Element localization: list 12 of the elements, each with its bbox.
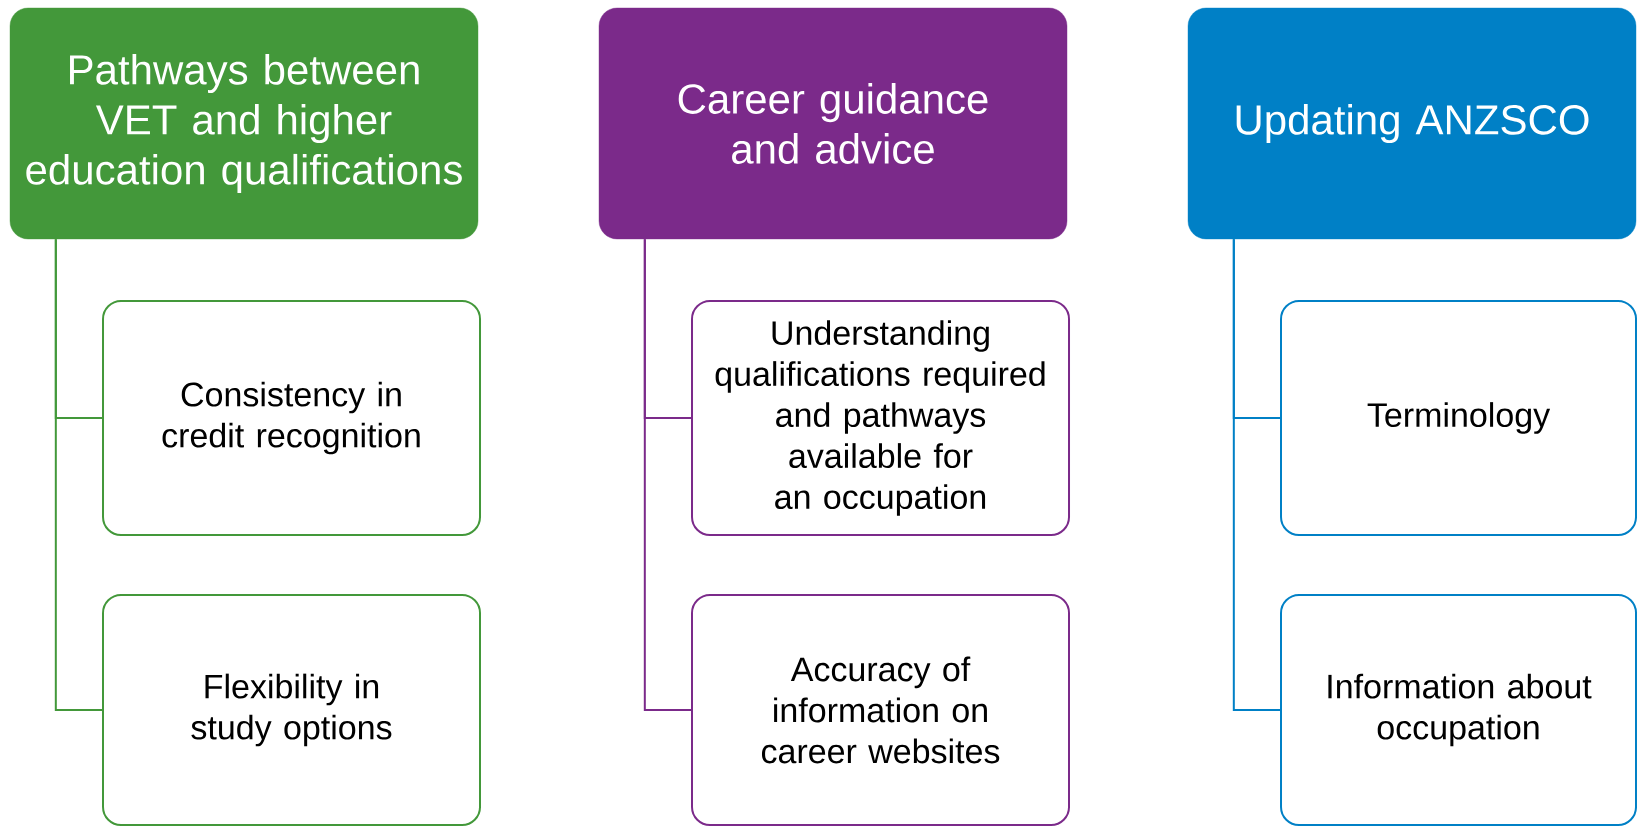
category-header-box: Updating ANZSCO bbox=[1187, 7, 1637, 240]
connector-line bbox=[54, 238, 103, 711]
topic-box: Accuracy of information on career websites bbox=[691, 594, 1070, 826]
connector-line bbox=[1232, 238, 1281, 711]
topic-box: Information about occupation bbox=[1280, 594, 1637, 826]
topic-box: Terminology bbox=[1280, 300, 1637, 536]
connector-line bbox=[643, 238, 692, 711]
topic-box: Consistency in credit recognition bbox=[102, 300, 481, 536]
category-header-box: Pathways between VET and higher education qualifications bbox=[9, 7, 479, 240]
topic-box: Flexibility in study options bbox=[102, 594, 481, 826]
topic-box: Understanding qualifications required and pathways available for an occupation bbox=[691, 300, 1070, 536]
category-header-box: Career guidance and advice bbox=[598, 7, 1068, 240]
